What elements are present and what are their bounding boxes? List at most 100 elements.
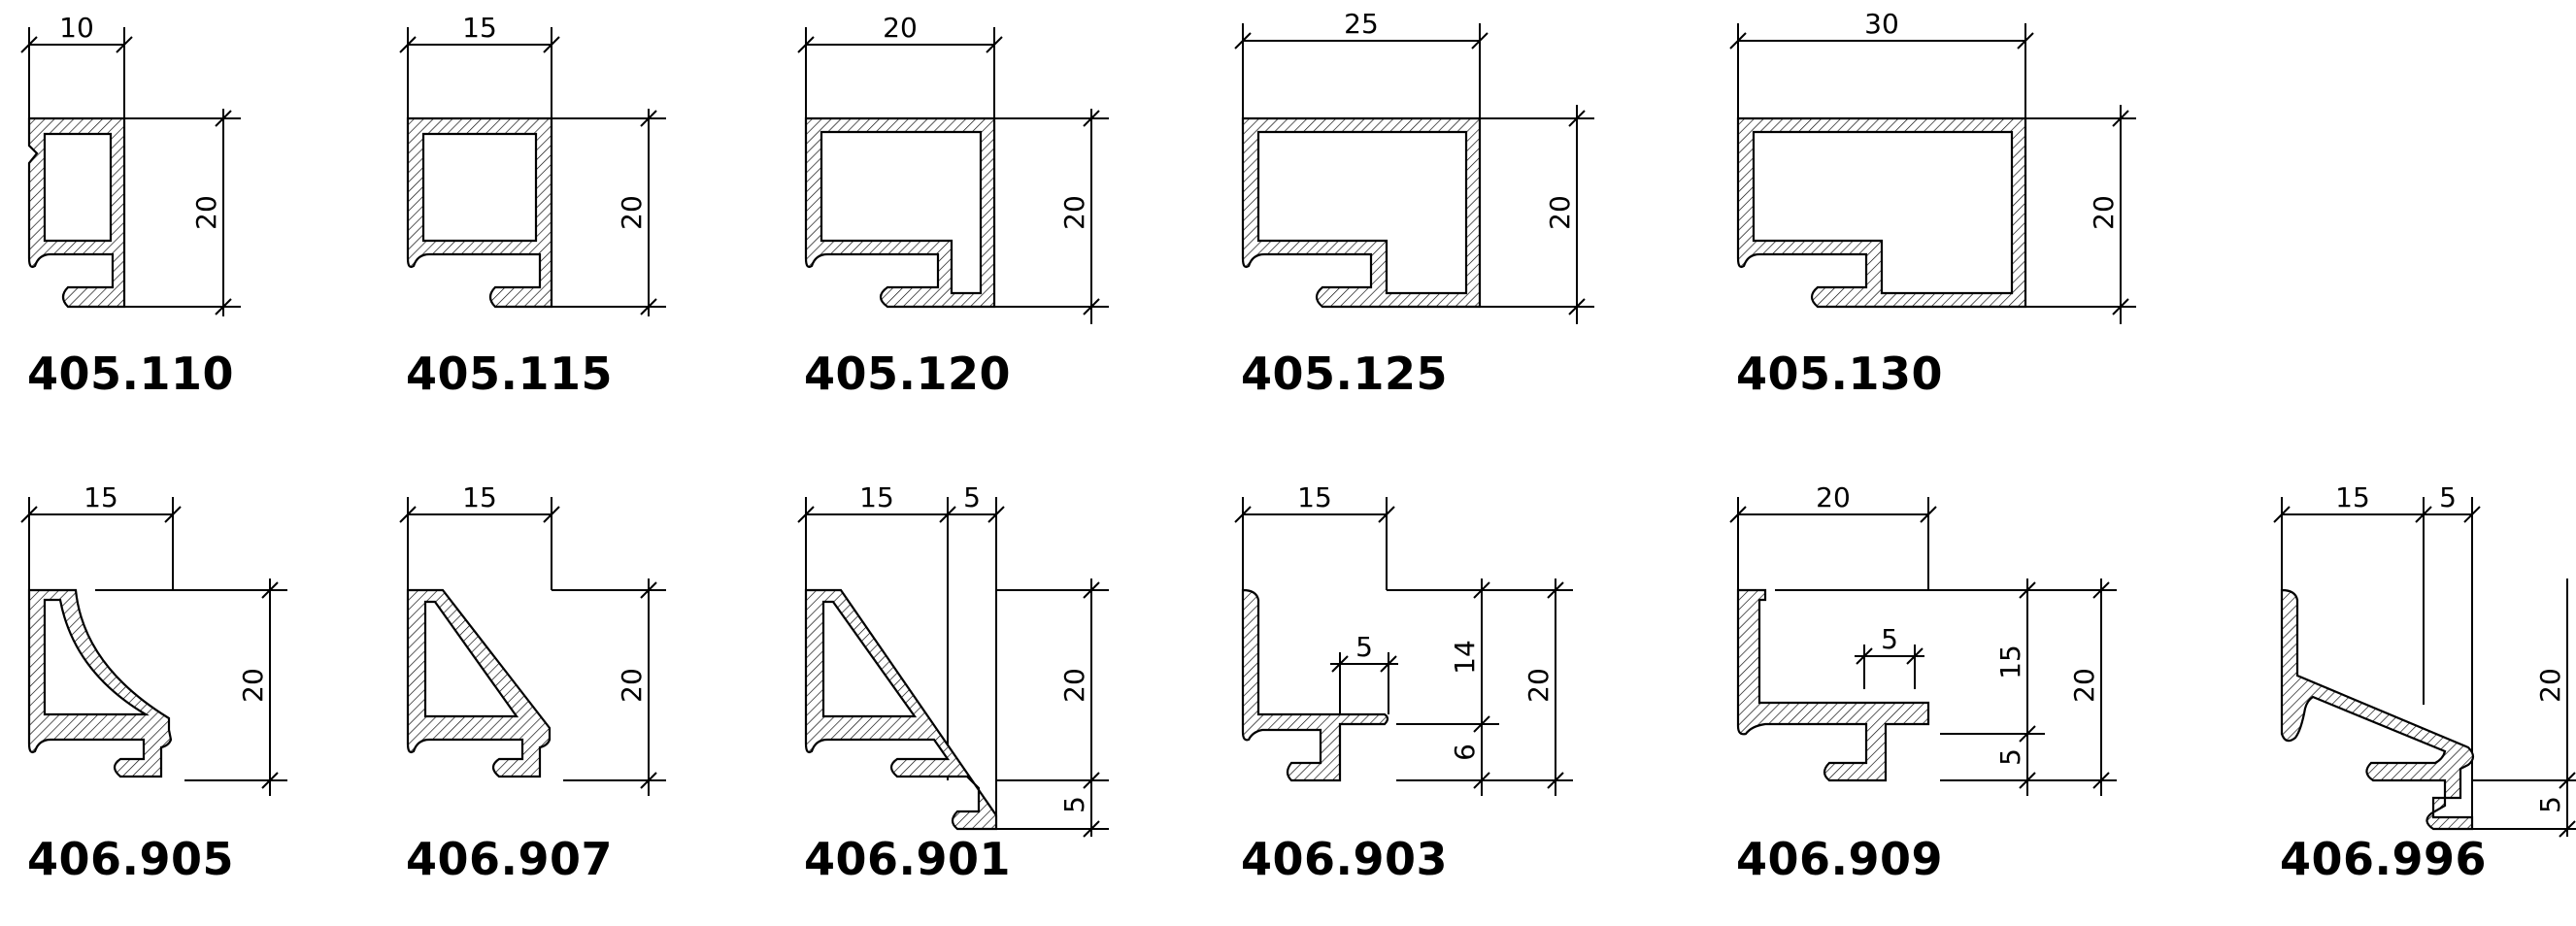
dim-height: 20: [2534, 668, 2566, 703]
profile-code: 406.905: [27, 833, 235, 885]
width-dimension: 15: [20, 481, 182, 590]
dim-height: 20: [616, 195, 648, 230]
dim-height: 20: [190, 195, 222, 230]
inner-dimension: 5: [1855, 623, 1924, 689]
profile-code: 405.110: [27, 347, 235, 400]
width-dimension: 10: [20, 12, 133, 118]
width-dimension: 20: [1729, 481, 1937, 590]
height-dimension: 20: [1499, 579, 1573, 796]
height-dimension: 20: [124, 109, 241, 316]
dim-height: 20: [1544, 195, 1576, 230]
dim-height: 20: [1058, 195, 1090, 230]
dim-width: 10: [59, 12, 94, 44]
profile-405-110: 10 20 405.110: [0, 0, 427, 427]
dim-width: 15: [1297, 481, 1332, 513]
dim-upper: 15: [1994, 645, 2026, 679]
dim-extra: 5: [963, 481, 981, 513]
profile-section: [804, 588, 998, 831]
profile-406-996: 15 5 20 5 406.996: [2253, 485, 2576, 926]
profile-section: [1241, 116, 1482, 309]
profile-section: [1736, 116, 2027, 309]
profile-section: [1241, 588, 1389, 782]
dim-lower: 5: [2534, 796, 2566, 813]
dim-width: 20: [883, 12, 918, 44]
dim-inner: 5: [1355, 631, 1373, 663]
profile-406-905-drawing: 15 20: [20, 481, 287, 796]
height-dimension: 20: [2045, 579, 2117, 796]
split-dimension: 14 6: [1387, 579, 1499, 796]
dim-width: 15: [2335, 485, 2370, 513]
dim-height: 20: [1522, 668, 1555, 703]
profile-405-130: 30 20 405.130: [1709, 0, 2136, 427]
width-dimension: 15: [399, 481, 560, 590]
height-dimension: 20: [2025, 105, 2136, 324]
profile-code: 405.115: [406, 347, 614, 400]
width-dimension: 15: [1234, 481, 1395, 590]
profile-405-130-drawing: 30 20: [1729, 8, 2136, 324]
width-dimension: 15 5: [797, 481, 1005, 829]
height-dimension: 20 5: [2472, 579, 2576, 838]
profile-section: [2280, 588, 2475, 831]
profile-section: [27, 588, 173, 778]
profile-405-125: 25 20 405.125: [1214, 0, 1641, 427]
height-dimension: 20: [552, 109, 666, 316]
dim-width: 15: [84, 481, 118, 513]
profile-code: 405.125: [1241, 347, 1449, 400]
profile-406-907-drawing: 15 20: [399, 481, 666, 796]
profile-section: [27, 116, 126, 309]
height-dimension: 20: [994, 109, 1109, 324]
width-dimension: 15 5: [2273, 485, 2481, 829]
dim-height: 20: [2088, 195, 2120, 230]
profile-405-125-drawing: 25 20: [1234, 8, 1594, 324]
dim-lower: 5: [1994, 748, 2026, 766]
dim-extra: 5: [2439, 485, 2457, 513]
dim-upper: 14: [1449, 640, 1481, 675]
width-dimension: 15: [399, 12, 560, 118]
profile-406-905: 15 20 406.905: [0, 481, 427, 912]
profile-section: [804, 116, 996, 309]
height-dimension: 20 5: [996, 579, 1109, 838]
profile-406-996-drawing: 15 5 20 5: [2273, 485, 2576, 838]
profile-406-901-drawing: 15 5 20 5: [797, 481, 1109, 838]
dim-inner: 5: [1881, 623, 1898, 655]
dim-lower: 5: [1058, 796, 1090, 813]
dim-width: 25: [1344, 8, 1379, 40]
dim-height: 20: [2068, 668, 2100, 703]
split-dimension: 15 5: [1775, 579, 2045, 796]
width-dimension: 25: [1234, 8, 1489, 118]
profile-406-903: 15 5 14 6: [1214, 481, 1641, 912]
dim-height: 20: [1058, 668, 1090, 703]
profile-section: [406, 116, 553, 309]
profile-405-115: 15 20 405.115: [379, 0, 806, 427]
profile-code: 406.903: [1241, 833, 1449, 885]
profile-code: 405.120: [804, 347, 1012, 400]
dim-width: 15: [462, 12, 497, 44]
dim-lower: 6: [1449, 744, 1481, 761]
dim-width: 15: [462, 481, 497, 513]
dim-height: 20: [616, 668, 648, 703]
profile-code: 406.996: [2280, 833, 2488, 885]
profile-406-909-drawing: 20 5 15 5: [1729, 481, 2117, 796]
width-dimension: 30: [1729, 8, 2034, 118]
profile-405-115-drawing: 15 20: [399, 12, 666, 316]
profile-section: [406, 588, 552, 778]
profile-406-907: 15 20 406.907: [379, 481, 806, 912]
profile-code: 406.909: [1736, 833, 1944, 885]
dim-height: 20: [237, 668, 269, 703]
profile-406-901: 15 5 20 5 406.901: [777, 481, 1204, 912]
profile-405-120: 20 20 405.120: [777, 0, 1204, 427]
dim-width: 30: [1864, 8, 1899, 40]
profile-code: 406.901: [804, 833, 1012, 885]
profile-406-909: 20 5 15 5: [1709, 481, 2136, 912]
dim-width: 15: [859, 481, 894, 513]
profile-406-903-drawing: 15 5 14 6: [1234, 481, 1573, 796]
profile-code: 405.130: [1736, 347, 1944, 400]
height-dimension: 20: [552, 579, 666, 796]
profile-405-120-drawing: 20 20: [797, 12, 1109, 324]
dim-width: 20: [1816, 481, 1851, 513]
inner-dimension: 5: [1330, 631, 1398, 714]
width-dimension: 20: [797, 12, 1003, 118]
height-dimension: 20: [95, 579, 287, 796]
height-dimension: 20: [1480, 105, 1594, 324]
